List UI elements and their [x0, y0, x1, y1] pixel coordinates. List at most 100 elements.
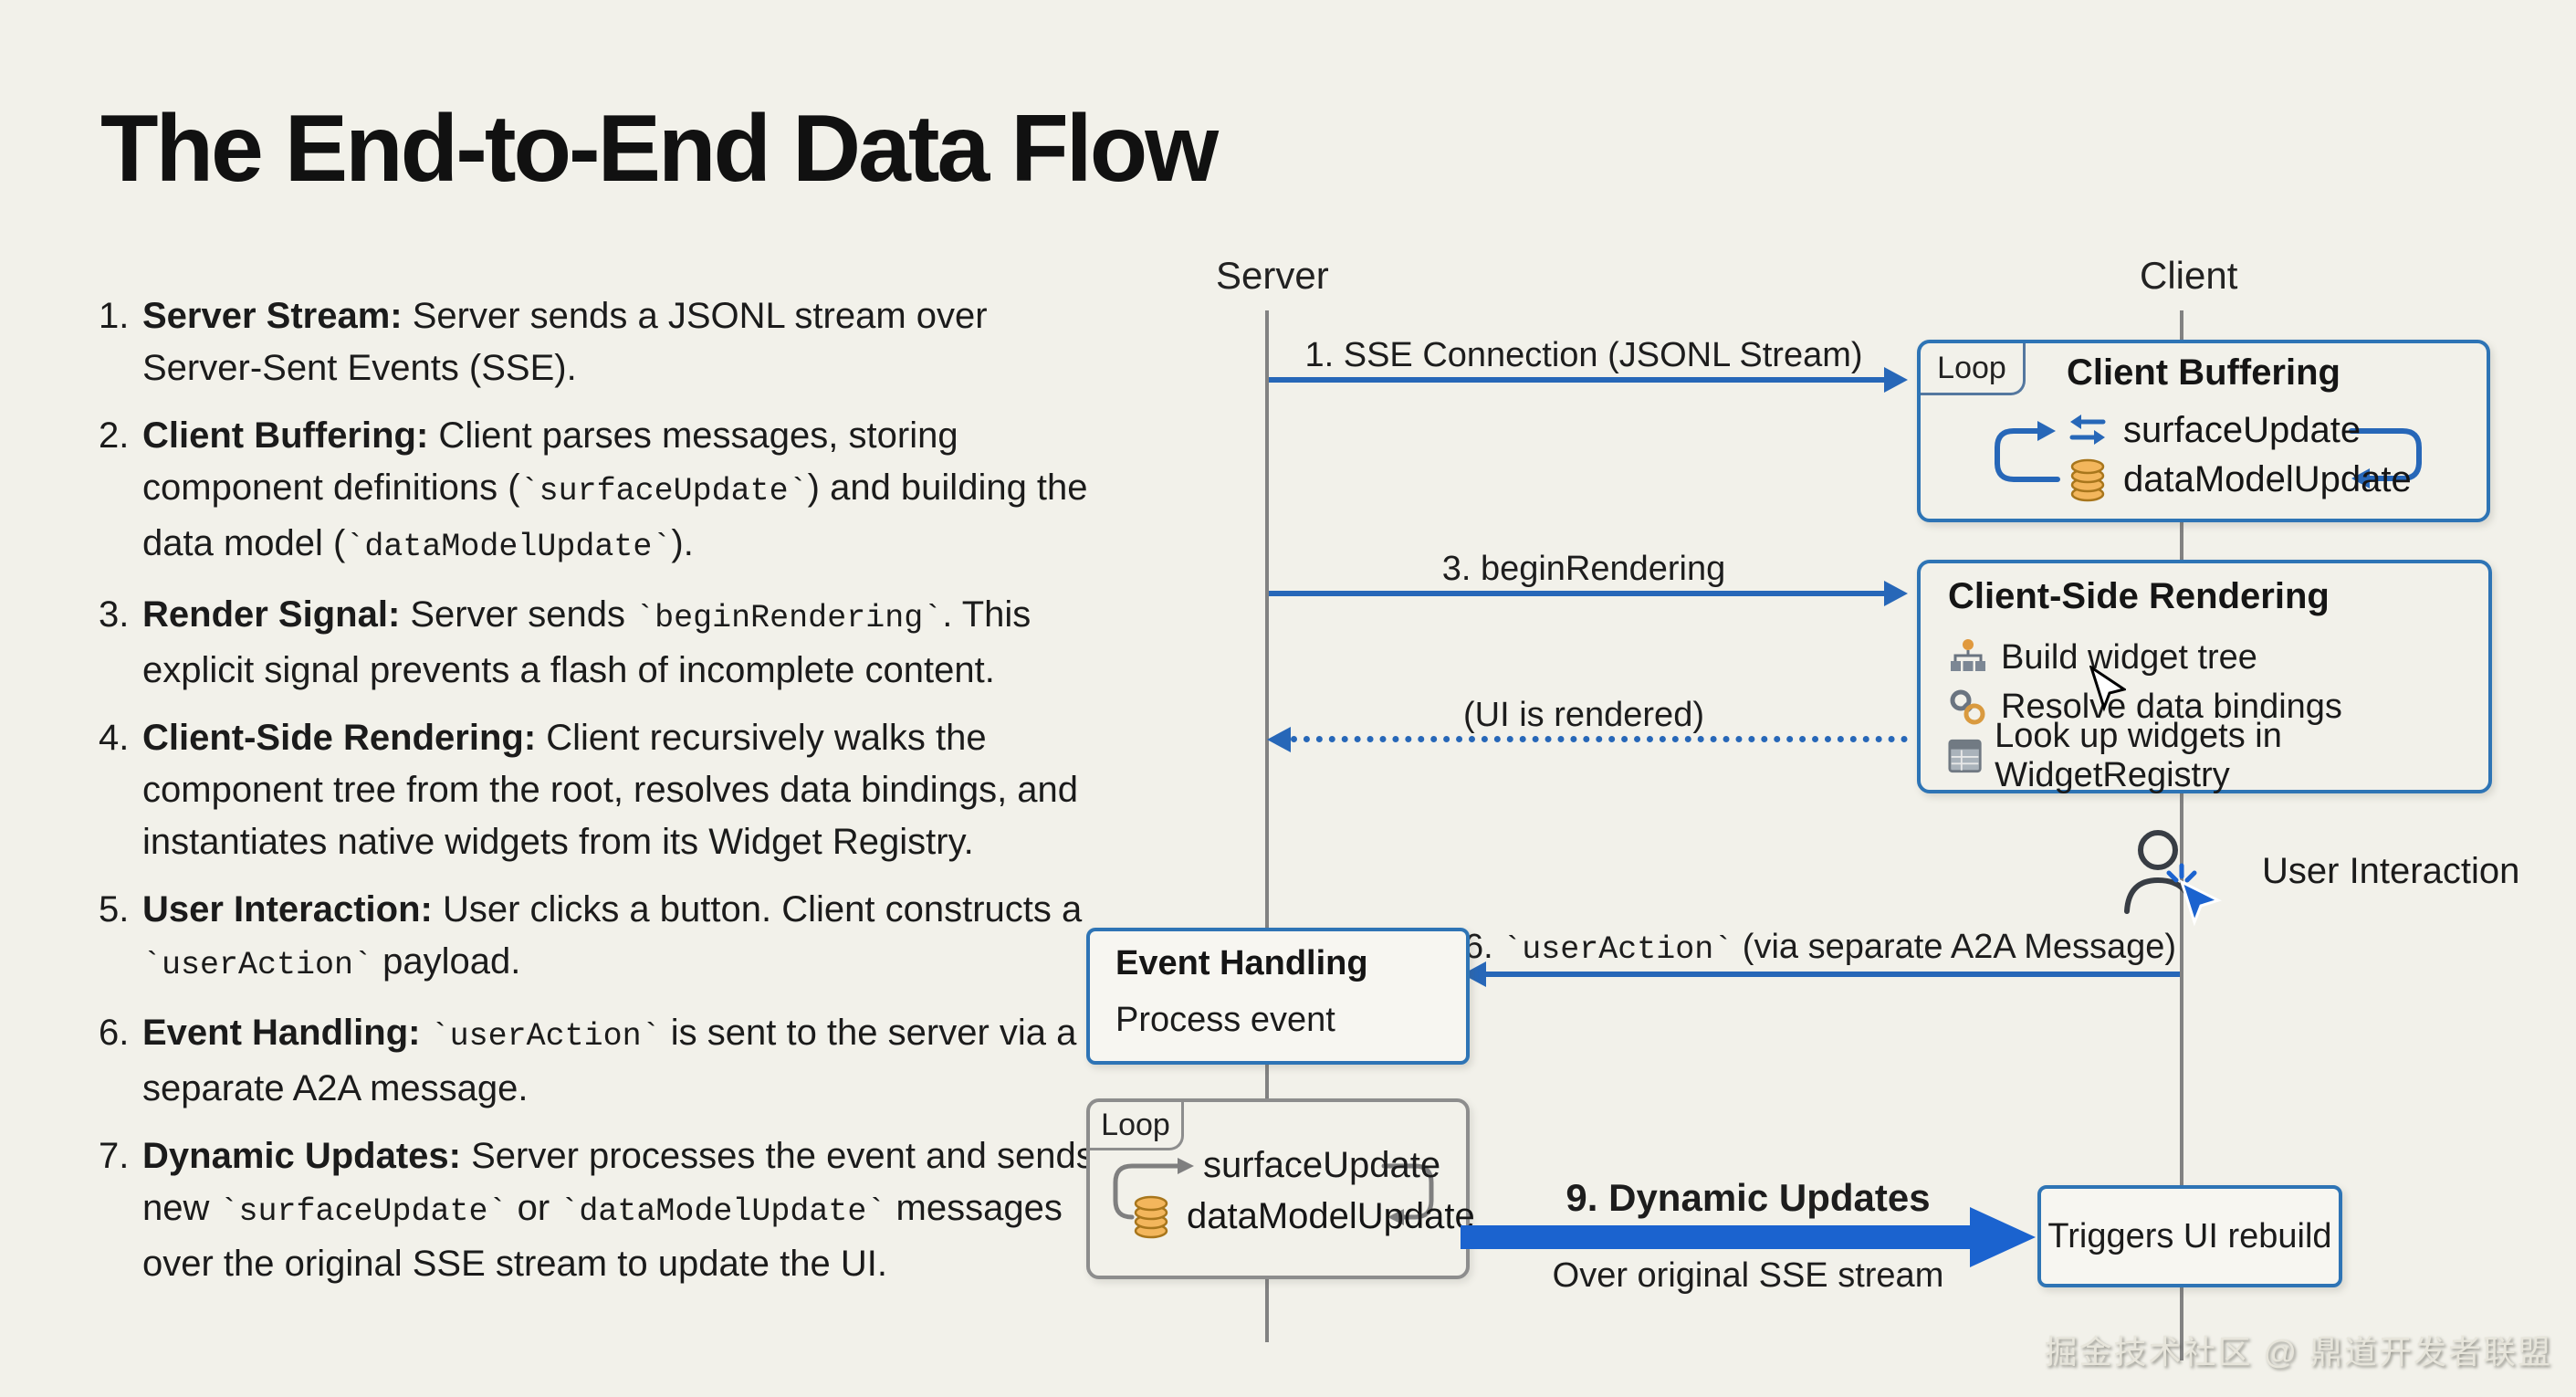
step-number: 7.: [99, 1136, 130, 1176]
msg9-thick-line: [1461, 1225, 1972, 1249]
server-lifeline-label: Server: [1216, 254, 1329, 297]
step-number: 1.: [99, 296, 130, 336]
server-lifeline: [1265, 310, 1269, 1342]
csr-item-label: Build widget tree: [2001, 637, 2257, 677]
text-segment: [420, 1013, 430, 1053]
page-title: The End-to-End Data Flow: [100, 96, 1219, 202]
client-buffering-row-label: surfaceUpdate: [2123, 409, 2361, 450]
msg6-label: 6. `userAction` (via separate A2A Messag…: [1461, 928, 2180, 968]
step-item: 4. Client-Side Rendering: Client recursiv…: [99, 712, 1112, 868]
client-buffering-row-label: dataModelUpdate: [2123, 458, 2412, 499]
text-segment: `surfaceUpdate`: [219, 1193, 508, 1230]
text-segment: ) and building the data model (: [142, 467, 1088, 563]
step-number: 6.: [99, 1013, 130, 1053]
msg1-label: 1. SSE Connection (JSONL Stream): [1304, 336, 1863, 374]
server-loop-row: dataModelUpdate: [1130, 1192, 1475, 1241]
user-click-icon: [2124, 830, 2222, 927]
server-loop-arrows: [1113, 1158, 1434, 1225]
text-segment: Client parses messages, storing componen…: [142, 415, 958, 508]
step-text: Client-Side Rendering: Client recursivel…: [142, 712, 1112, 868]
text-segment: `userAction`: [142, 947, 373, 983]
text-segment: ).: [671, 523, 694, 563]
step-item: 2. Client Buffering: Client parses messag…: [99, 410, 1112, 573]
text-segment: is sent to the server via a separate A2A…: [142, 1013, 1077, 1108]
msg3-label: 3. beginRendering: [1441, 550, 1726, 588]
client-buffering-loop-tab: Loop: [1921, 343, 2026, 395]
msg1-arrowhead-icon: [1884, 367, 1908, 393]
text-segment: Client-Side Rendering:: [142, 718, 537, 758]
text-segment: Event Handling:: [142, 1013, 421, 1053]
text-segment: User Interaction:: [142, 889, 433, 930]
step-text: Event Handling: `userAction` is sent to …: [142, 1007, 1112, 1115]
csr-item-label: Look up widgets in WidgetRegistry: [1995, 717, 2282, 794]
text-segment: payload.: [372, 941, 521, 982]
widget-registry-icon: [1948, 739, 1982, 773]
csr-item: Resolve data bindings: [1948, 682, 2488, 731]
csr-item-label: Resolve data bindings: [2001, 687, 2342, 726]
step-item: 7. Dynamic Updates: Server processes the …: [99, 1130, 1112, 1290]
step-text: Dynamic Updates: Server processes the ev…: [142, 1130, 1112, 1290]
step-number: 2.: [99, 415, 130, 456]
msg9-arrowhead-icon: [1970, 1207, 2036, 1267]
database-icon: [1134, 1195, 1168, 1239]
widget-tree-icon: [1951, 639, 1985, 671]
step-item: 1. Server Stream: Server sends a JSONL st…: [99, 290, 1112, 394]
mouse-cursor-icon: [2089, 666, 2126, 712]
text-segment: Server processes the event and sends new: [142, 1136, 1094, 1228]
watermark: 掘金技术社区 @ 鼎道开发者联盟: [2044, 1333, 2552, 1371]
csr-item: Build widget tree: [1948, 633, 2488, 682]
client-buffering-row: surfaceUpdate: [2067, 407, 2361, 453]
client-side-rendering-title: Client-Side Rendering: [1948, 576, 2330, 616]
text-segment: `userAction`: [430, 1018, 661, 1055]
step-item: 5. User Interaction: User clicks a button…: [99, 884, 1112, 992]
step-text: Render Signal: Server sends `beginRender…: [142, 589, 1112, 697]
text-segment: `dataModelUpdate`: [345, 529, 672, 565]
client-side-rendering-items: Build widget tree Resolve data bindings: [1948, 633, 2488, 794]
event-handling-box: Event Handling Process event: [1086, 928, 1470, 1065]
text-segment: `dataModelUpdate`: [560, 1193, 886, 1230]
msg1-line: [1269, 377, 1886, 383]
step-text: Server Stream: Server sends a JSONL stre…: [142, 290, 1112, 394]
text-segment: 6.: [1463, 928, 1503, 966]
text-segment: . This explicit signal prevents a flash …: [142, 594, 1031, 690]
text-segment: Server sends: [400, 594, 636, 635]
msg3-arrowhead-icon: [1884, 581, 1908, 606]
msg9-sublabel: Over original SSE stream: [1552, 1256, 1944, 1295]
ui-rendered-label: (UI is rendered): [1463, 696, 1704, 734]
text-segment: Server Stream:: [142, 296, 403, 336]
server-loop-row-label: dataModelUpdate: [1187, 1195, 1475, 1236]
step-text: Client Buffering: Client parses messages…: [142, 410, 1112, 573]
client-buffering-title: Client Buffering: [2067, 352, 2340, 393]
data-binding-link-icon: [1950, 689, 1985, 725]
ui-rendered-arrowhead-icon: [1267, 727, 1291, 752]
text-segment: Render Signal:: [142, 594, 401, 635]
step-number: 5.: [99, 889, 130, 930]
text-segment: Dynamic Updates:: [142, 1136, 461, 1176]
text-segment: `userAction`: [1503, 931, 1733, 968]
client-buffering-row: dataModelUpdate: [2067, 455, 2412, 504]
server-loop-row: surfaceUpdate: [1203, 1144, 1441, 1185]
text-segment: `surfaceUpdate`: [519, 473, 808, 509]
text-segment: or: [507, 1188, 560, 1228]
text-segment: Server sends a JSONL stream over Server-…: [142, 296, 988, 388]
triggers-ui-rebuild-box: Triggers UI rebuild: [2037, 1185, 2342, 1287]
msg3-line: [1269, 591, 1886, 596]
msg6-line: [1484, 972, 2180, 977]
text-segment: `beginRendering`: [635, 600, 943, 636]
csr-item: Look up widgets in WidgetRegistry: [1948, 717, 2488, 794]
server-loop-tab: Loop: [1090, 1102, 1184, 1150]
step-item: 6. Event Handling: `userAction` is sent t…: [99, 1007, 1112, 1115]
step-number: 4.: [99, 718, 130, 758]
client-lifeline: [2180, 310, 2183, 1360]
text-segment: Client Buffering:: [142, 415, 429, 456]
event-handling-title: Event Handling: [1115, 944, 1368, 982]
text-segment: User clicks a button. Client constructs …: [432, 889, 1083, 930]
step-text: User Interaction: User clicks a button. …: [142, 884, 1112, 992]
client-buffering-loop-arrows: [1995, 421, 2422, 488]
server-loop-box: Loop surfaceUpdate dataModelUpdate: [1086, 1098, 1475, 1279]
client-side-rendering-box: Client-Side Rendering Build widget tree: [1917, 560, 2492, 794]
database-icon: [2070, 458, 2105, 502]
step-item: 3.Render Signal: Server sends `beginRend…: [99, 589, 1112, 697]
msg9-label: 9. Dynamic Updates: [1565, 1176, 1931, 1219]
